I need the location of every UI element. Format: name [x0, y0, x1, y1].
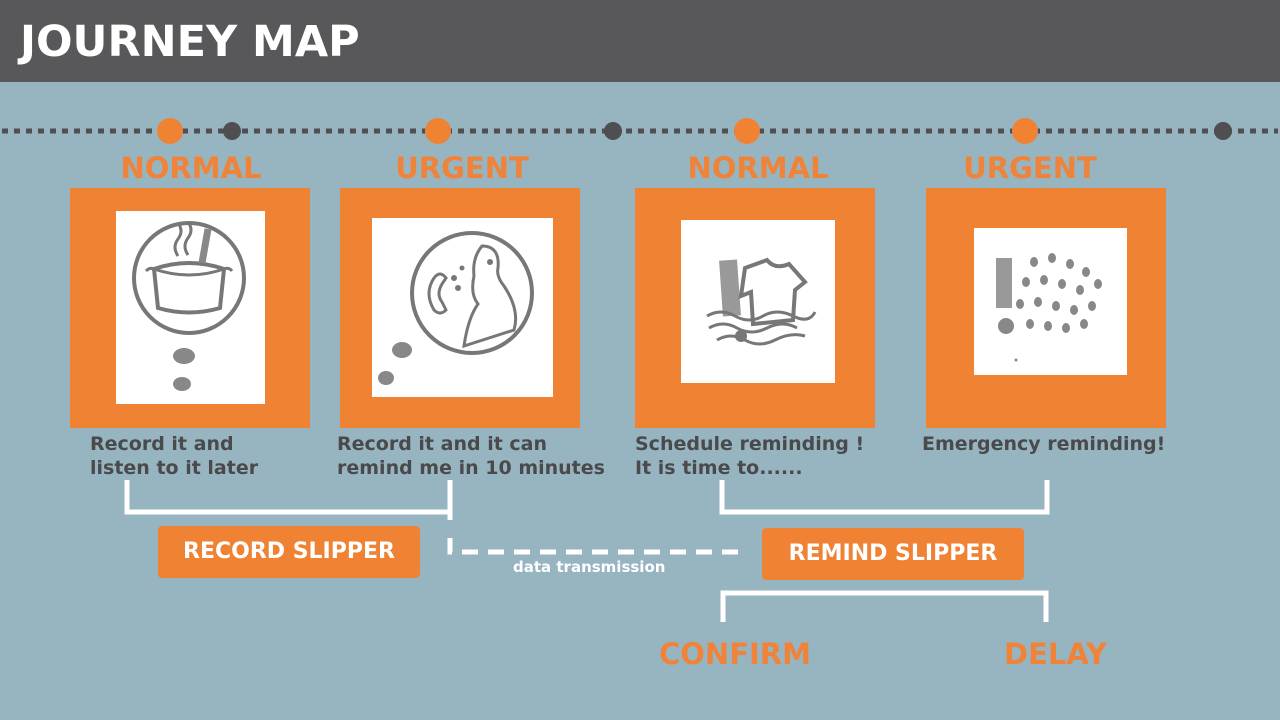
stage-label-3: NORMAL	[687, 151, 829, 185]
stage-description-3: Schedule reminding ! It is time to......	[635, 432, 864, 480]
remind-bracket	[719, 480, 1050, 515]
exclamation-rain-icon	[996, 253, 1102, 362]
description-line: Record it and	[90, 433, 234, 455]
description-line: It is time to......	[635, 457, 803, 479]
clothes-washing-icon	[706, 257, 817, 346]
record-slipper-tag: RECORD SLIPPER	[158, 526, 420, 578]
timeline	[2, 118, 1278, 144]
phone-person-thought-icon	[378, 231, 534, 385]
delay-action: DELAY	[1004, 637, 1108, 671]
timeline-marker-dot	[604, 122, 622, 140]
stage-description-2: Record it and it can remind me in 10 min…	[337, 432, 605, 480]
description-line: Emergency reminding!	[922, 433, 1166, 455]
pot-thought-icon	[132, 221, 246, 391]
data-transmission-label: data transmission	[513, 558, 666, 576]
page-title: JOURNEY MAP	[20, 17, 360, 67]
description-line: Schedule reminding !	[635, 433, 865, 455]
description-line: listen to it later	[90, 457, 259, 479]
timeline-stage-dot	[734, 118, 760, 144]
stage-card-2	[340, 188, 580, 428]
header-bar: JOURNEY MAP	[0, 0, 1280, 82]
stage-label-1: NORMAL	[120, 151, 262, 185]
stage-description-1: Record it and listen to it later	[90, 432, 258, 480]
stage-label-4: URGENT	[963, 151, 1097, 185]
stage-card-1	[70, 188, 310, 428]
stage-card-4	[926, 188, 1166, 428]
timeline-stage-dot	[425, 118, 451, 144]
stage-illustration-1	[116, 211, 265, 404]
data-transmission-line	[447, 538, 742, 555]
action-bracket	[720, 590, 1049, 622]
description-line: remind me in 10 minutes	[337, 457, 605, 479]
stage-card-3	[635, 188, 875, 428]
stage-description-4: Emergency reminding!	[922, 432, 1165, 456]
stage-illustration-3	[681, 220, 835, 383]
remind-slipper-tag: REMIND SLIPPER	[762, 528, 1024, 580]
record-bracket	[124, 480, 453, 515]
timeline-stage-dot	[1012, 118, 1038, 144]
timeline-marker-dot	[223, 122, 241, 140]
timeline-stage-dot	[157, 118, 183, 144]
description-line: Record it and it can	[337, 433, 548, 455]
stage-label-2: URGENT	[395, 151, 529, 185]
stage-illustration-4	[974, 228, 1127, 375]
timeline-marker-dot	[1214, 122, 1232, 140]
confirm-action: CONFIRM	[659, 637, 811, 671]
stage-illustration-2	[372, 218, 553, 397]
